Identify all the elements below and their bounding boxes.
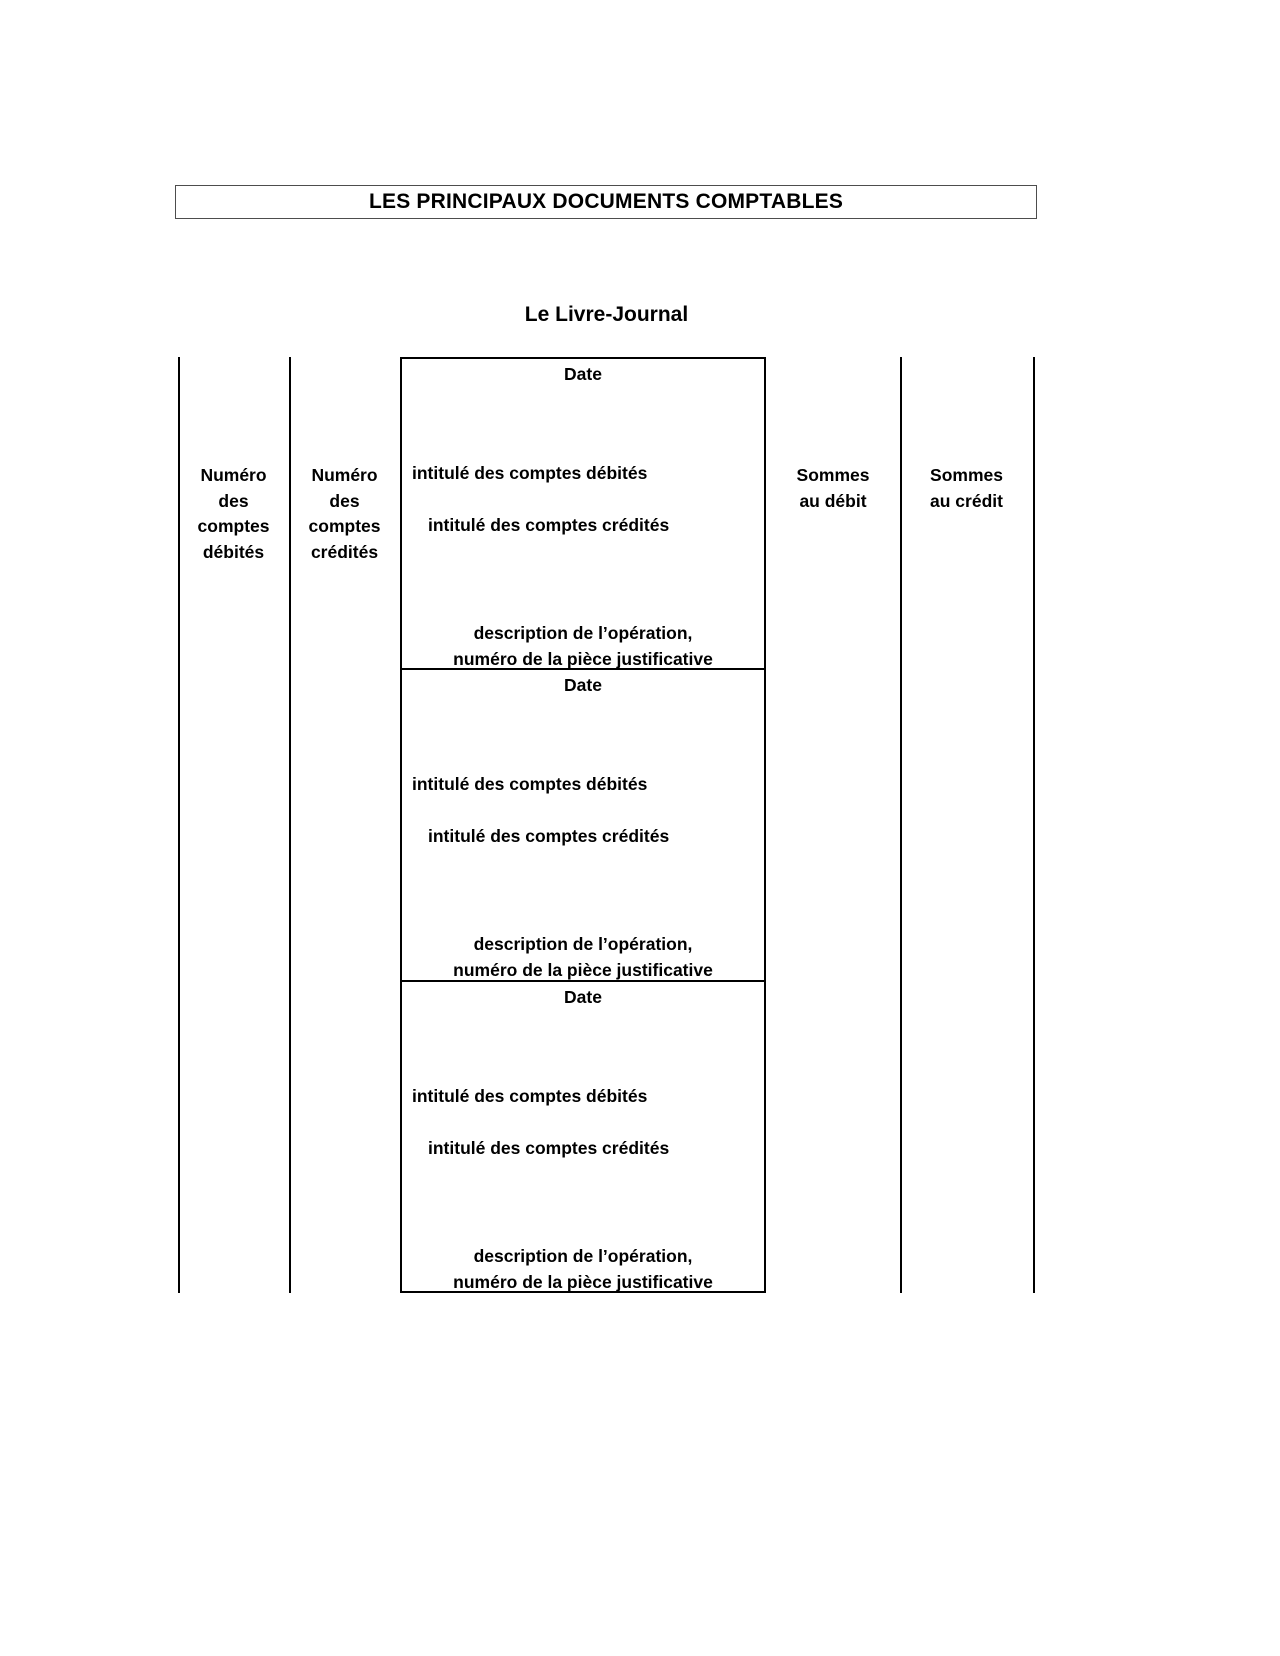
entry-description: description de l’opération, numéro de la… xyxy=(400,1243,766,1296)
entry-separator-2 xyxy=(400,980,766,982)
header-line: comptes xyxy=(308,516,381,537)
entry-debit-account-label: intitulé des comptes débités xyxy=(412,463,648,483)
header-line: des xyxy=(218,490,249,511)
entry-debit-account-label: intitulé des comptes débités xyxy=(412,774,648,794)
header-line: débités xyxy=(202,542,265,563)
entry-description-line-2: numéro de la pièce justificative xyxy=(453,960,713,981)
entry-credit-account-label: intitulé des comptes crédités xyxy=(428,826,670,846)
header-line: au débit xyxy=(799,490,867,511)
entry-description-line-2: numéro de la pièce justificative xyxy=(453,649,713,670)
livre-journal-table: Numéro des comptes débités Numéro des co… xyxy=(178,357,1035,1293)
column-header-sommes-au-credit: Sommes au crédit xyxy=(900,463,1033,514)
entry-description-line-1: description de l’opération, xyxy=(473,1246,693,1266)
entry-date: Date xyxy=(564,987,602,1007)
column-header-numero-comptes-debites: Numéro des comptes débités xyxy=(178,463,289,566)
column-rule-right xyxy=(1033,357,1035,1293)
column-rule-left xyxy=(178,357,180,1293)
header-line: Numéro xyxy=(200,465,267,485)
header-line: au crédit xyxy=(930,490,1003,511)
entry-credit-account-label: intitulé des comptes crédités xyxy=(428,515,670,535)
entry-description: description de l’opération, numéro de la… xyxy=(400,931,766,984)
journal-entry-row: Date intitulé des comptes débités intitu… xyxy=(400,980,766,1292)
entry-date: Date xyxy=(564,675,602,695)
column-header-numero-comptes-credites: Numéro des comptes crédités xyxy=(289,463,400,566)
entry-description-line-1: description de l’opération, xyxy=(473,934,693,954)
header-line: des xyxy=(329,490,360,511)
entry-description: description de l’opération, numéro de la… xyxy=(400,620,766,673)
document-title-box: LES PRINCIPAUX DOCUMENTS COMPTABLES xyxy=(175,185,1037,219)
section-subtitle: Le Livre-Journal xyxy=(524,303,689,326)
entry-debit-account-label: intitulé des comptes débités xyxy=(412,1086,648,1106)
header-line: Sommes xyxy=(930,465,1003,485)
column-header-sommes-au-debit: Sommes au débit xyxy=(766,463,900,514)
entry-credit-account-label: intitulé des comptes crédités xyxy=(428,1138,670,1158)
header-line: comptes xyxy=(197,516,270,537)
page-title: LES PRINCIPAUX DOCUMENTS COMPTABLES xyxy=(368,190,844,213)
entry-separator-1 xyxy=(400,668,766,670)
journal-entry-row: Date intitulé des comptes débités intitu… xyxy=(400,357,766,669)
ecritures-column-box xyxy=(400,357,766,1293)
entry-description-line-1: description de l’opération, xyxy=(473,623,693,643)
header-line: Sommes xyxy=(796,465,870,485)
entry-description-line-2: numéro de la pièce justificative xyxy=(453,1272,713,1293)
header-line: Numéro xyxy=(311,465,378,485)
column-rule-3 xyxy=(900,357,902,1293)
header-line: crédités xyxy=(310,542,379,563)
column-rule-1 xyxy=(289,357,291,1293)
entry-date: Date xyxy=(564,364,602,384)
journal-entry-row: Date intitulé des comptes débités intitu… xyxy=(400,668,766,980)
